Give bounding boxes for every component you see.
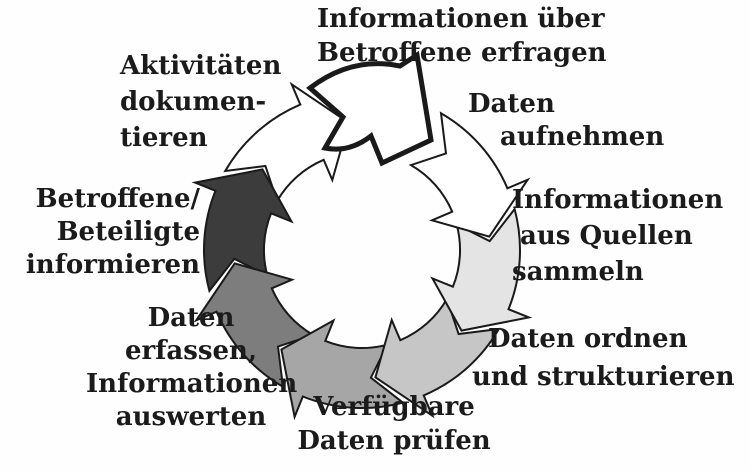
arrow-daten-erfassen-informationen-auswerten xyxy=(193,262,316,389)
arrow-daten-ordnen-und-strukturieren xyxy=(374,296,501,419)
arrow-informationen-aus-quellen-sammeln xyxy=(430,206,533,332)
label-betroffene-beteiligte-informieren: Betroffene/ Beteiligte informieren xyxy=(25,184,200,280)
label-daten-erfassen-informationen-auswerten: Daten erfassen, Informationen auswerten xyxy=(86,303,298,432)
label-daten-ordnen-und-strukturieren: Daten ordnen und strukturieren xyxy=(472,324,735,392)
label-verfuegbare-daten-pruefen: Verfügbare Daten prüfen xyxy=(297,392,491,456)
label-informationen-aus-quellen-sammeln: Informationen aus Quellen sammeln xyxy=(512,185,724,287)
arrow-informationen-ueber-betroffene-erfragen xyxy=(306,50,434,167)
arrow-betroffene-beteiligte-informieren xyxy=(191,168,294,294)
arrow-verfuegbare-daten-pruefen xyxy=(280,318,406,421)
label-daten-aufnehmen: Daten aufnehmen xyxy=(468,89,665,152)
arrow-daten-aufnehmen xyxy=(408,111,531,238)
label-informationen-ueber-betroffene-erfragen: Informationen über Betroffene erfragen xyxy=(317,4,607,68)
label-aktivitaeten-dokumentieren: Aktivitäten dokumen- tieren xyxy=(120,51,282,153)
